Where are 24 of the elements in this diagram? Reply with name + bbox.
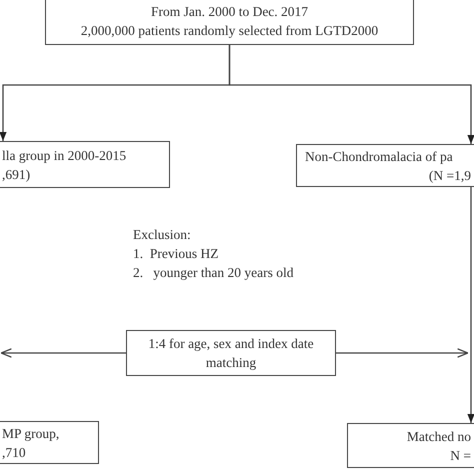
- process-box: [0, 141, 170, 188]
- box-text: (N =1,9: [428, 166, 471, 184]
- box-text: 2,000,000 patients randomly selected from LGTD2000: [80, 22, 380, 40]
- process-box: [296, 144, 474, 187]
- process-box: [0, 421, 99, 464]
- arrow: [228, 45, 474, 144]
- box-text: N =: [449, 446, 471, 464]
- process-box: [45, 0, 414, 45]
- box-text: 1:4 for age, sex and index date matching: [147, 335, 315, 372]
- arrow: [0, 348, 126, 358]
- note-text: 1. Previous HZ: [133, 245, 218, 263]
- arrow: [336, 348, 469, 358]
- box-text: Non-Chondromalacia of pa: [305, 148, 454, 166]
- process-box: [126, 330, 336, 376]
- box-text: lla group in 2000-2015: [2, 146, 128, 164]
- process-box: [347, 423, 474, 468]
- box-text: MP group,: [2, 424, 60, 442]
- note-text: Exclusion:: [133, 226, 191, 244]
- box-text: ,710: [2, 444, 27, 462]
- box-text: Matched no: [406, 428, 471, 446]
- box-text: From Jan. 2000 to Dec. 2017: [150, 2, 310, 20]
- note-text: 2. younger than 20 years old: [133, 264, 294, 282]
- box-text: ,691): [2, 166, 32, 184]
- arrow: [467, 187, 474, 423]
